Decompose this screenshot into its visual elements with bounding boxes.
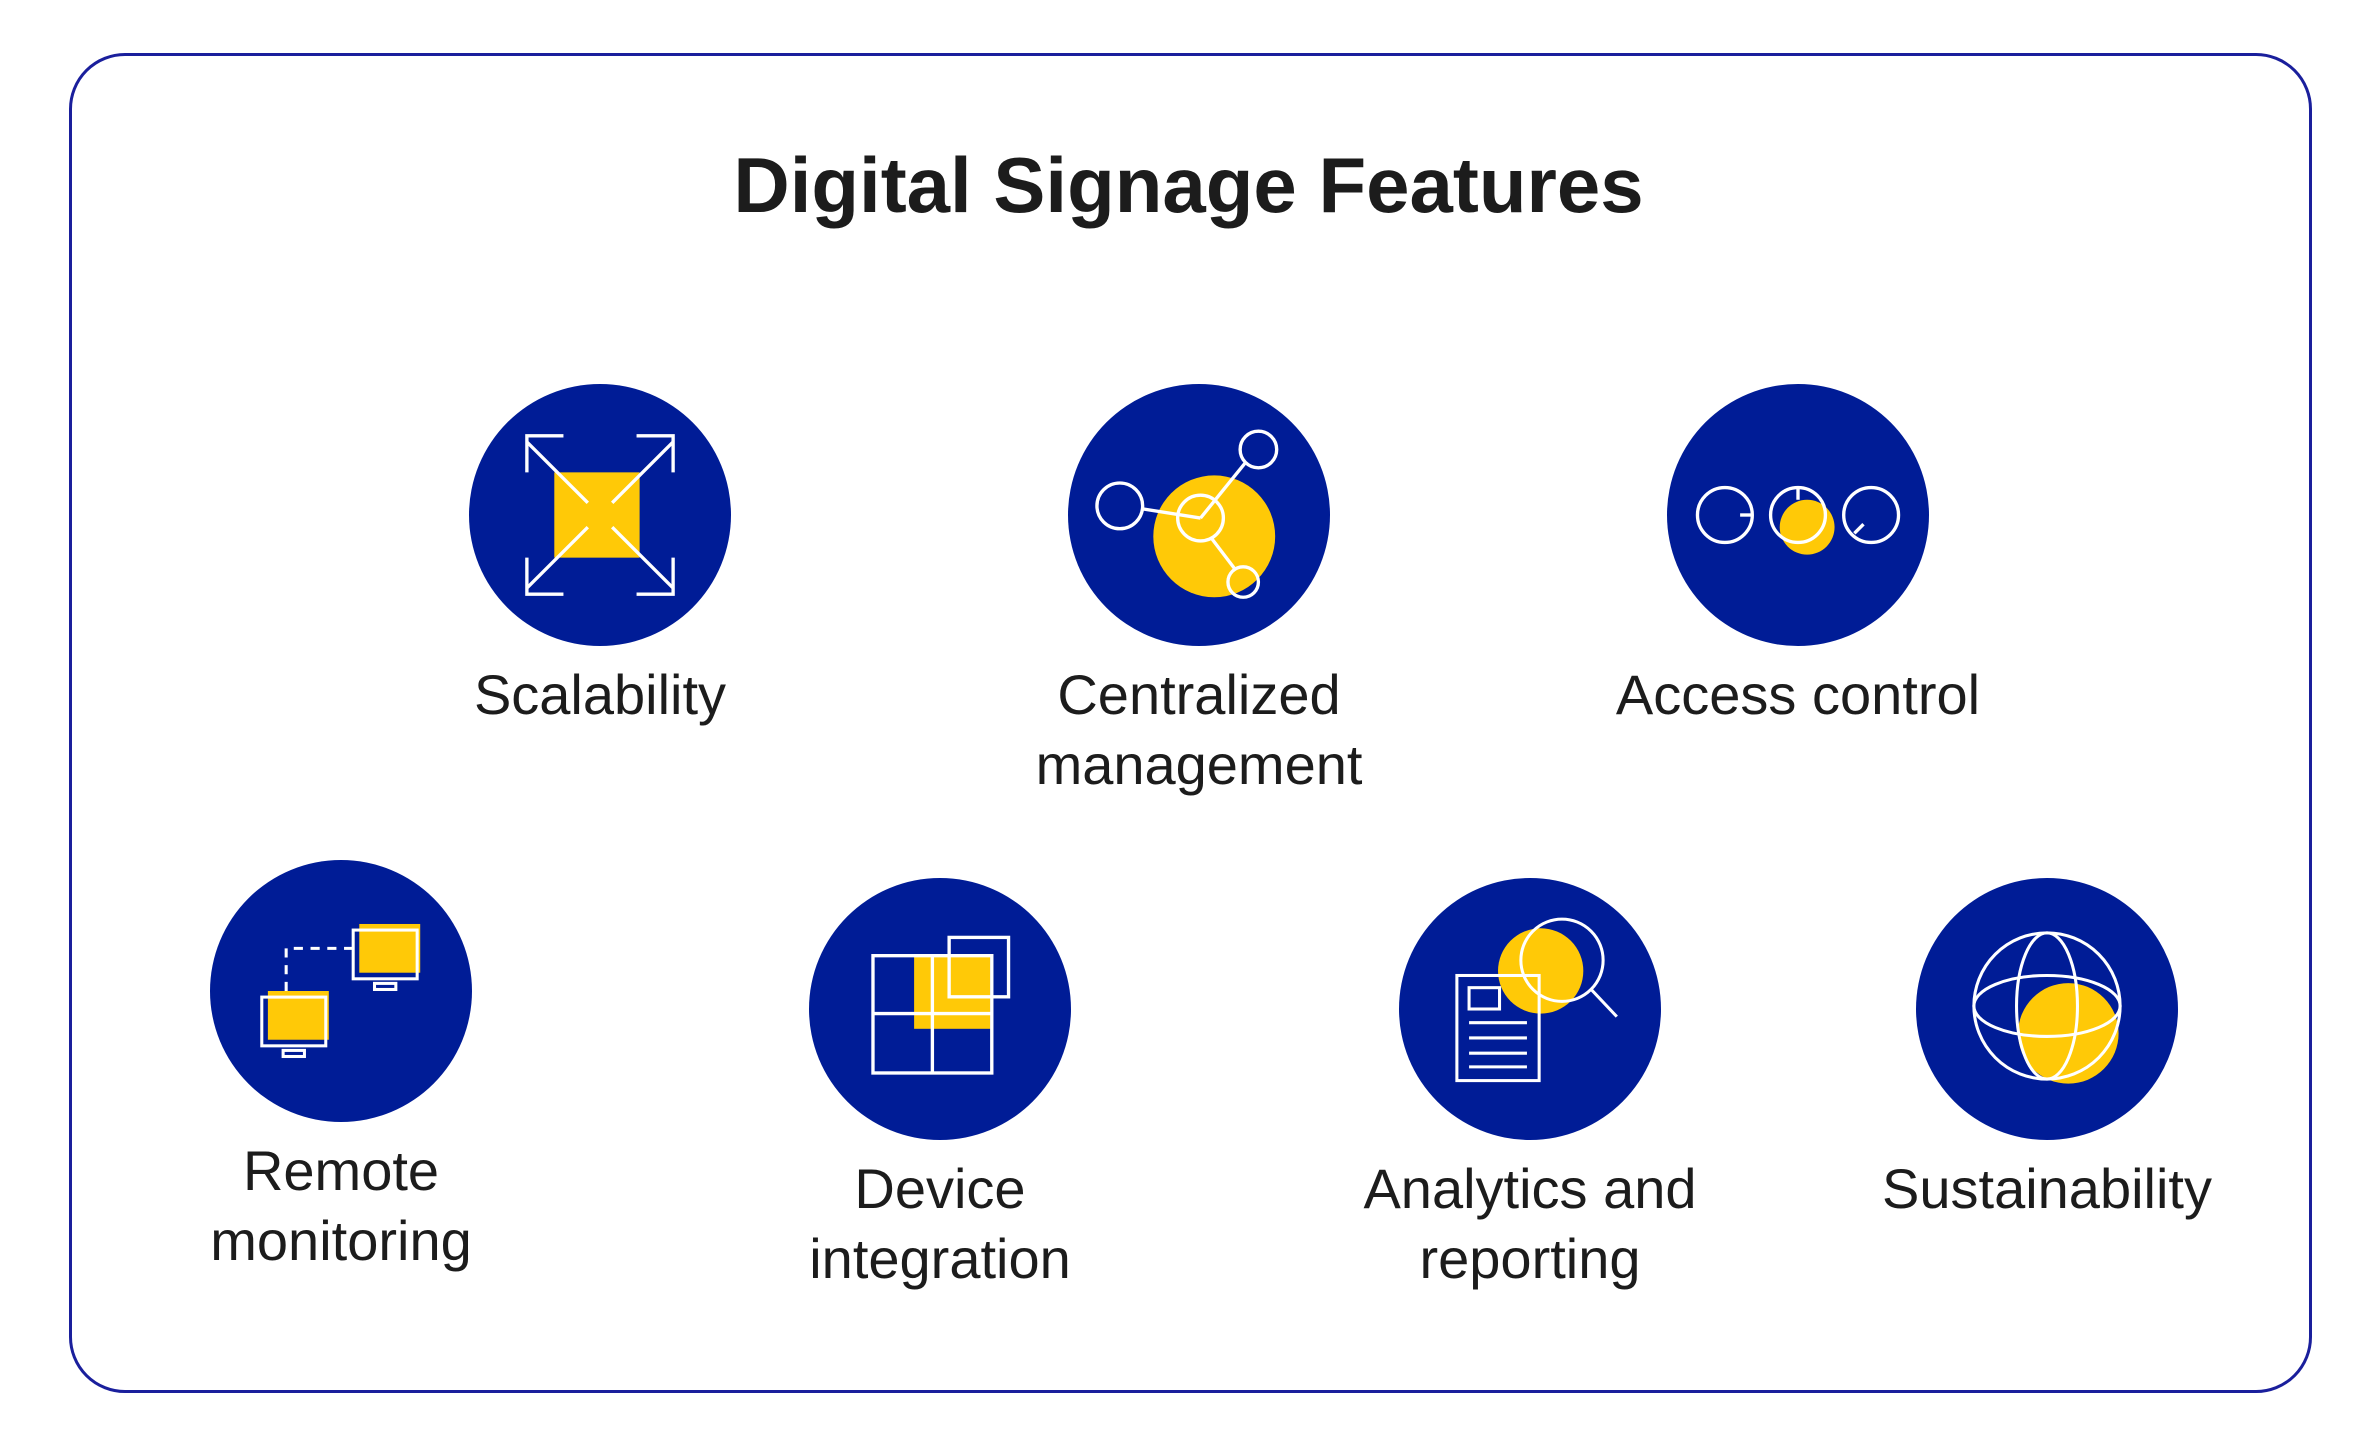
connected-monitors-icon: [210, 860, 472, 1122]
document-magnifier-icon: [1399, 878, 1661, 1140]
globe-icon: [1916, 878, 2178, 1140]
network-nodes-icon: [1068, 384, 1330, 646]
expand-arrows-icon: [469, 384, 731, 646]
feature-label: Access control: [1615, 663, 1981, 726]
page-title: Digital Signage Features: [733, 141, 1644, 229]
feature-label: Scalability: [473, 663, 727, 726]
card-frame: [69, 53, 2312, 1393]
feature-access-control: Access control: [1548, 384, 2048, 730]
feature-sustainability: Sustainability: [1797, 878, 2297, 1224]
dials-icon: [1667, 384, 1929, 646]
feature-label: Sustainability: [1882, 1157, 2212, 1220]
grid-squares-icon: [809, 878, 1071, 1140]
feature-scalability: Scalability: [350, 384, 850, 730]
